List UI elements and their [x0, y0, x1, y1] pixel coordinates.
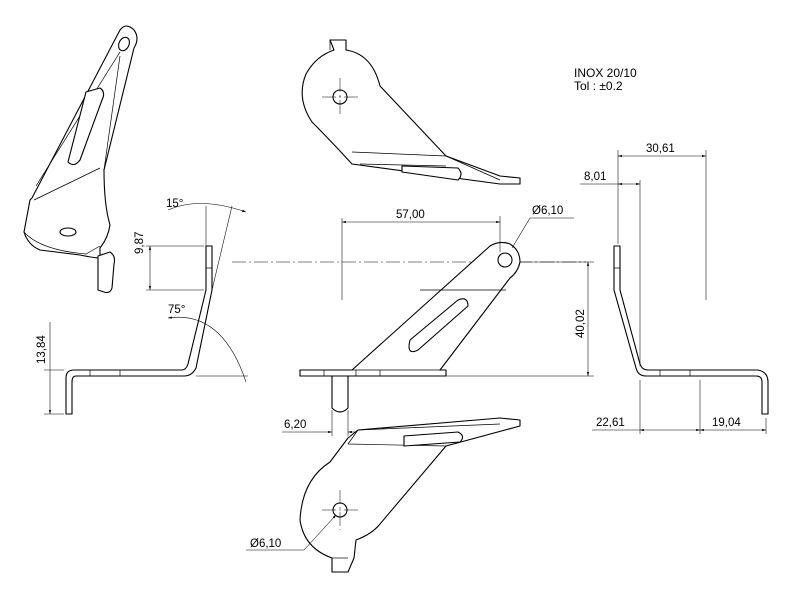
bottom-view: Ø6,10 — [246, 417, 521, 573]
left-side-view: 9,87 13,84 15° 75° — [36, 198, 248, 415]
right-side-view: 30,61 8,01 22,61 19,04 — [580, 143, 769, 434]
dim-13-84: 13,84 — [36, 335, 48, 364]
angle-15: 15° — [166, 198, 183, 210]
dim-19-04: 19,04 — [712, 417, 741, 429]
dim-6-20: 6,20 — [284, 419, 306, 431]
dim-30-61: 30,61 — [646, 143, 675, 155]
notes: INOX 20/10 Tol : ±0.2 — [574, 66, 637, 93]
dim-8-01: 8,01 — [584, 171, 606, 183]
angle-75: 75° — [168, 304, 185, 316]
dim-40-02: 40,02 — [575, 309, 587, 338]
dim-22-61: 22,61 — [596, 417, 625, 429]
dim-9-87: 9,87 — [134, 232, 146, 254]
material-note: INOX 20/10 — [574, 66, 637, 80]
tolerance-note: Tol : ±0.2 — [574, 79, 623, 93]
top-view — [301, 39, 521, 185]
dim-diameter-top: Ø6,10 — [532, 205, 563, 217]
dim-57-00: 57,00 — [396, 209, 425, 221]
front-view: 57,00 Ø6,10 40,02 6,20 — [282, 205, 594, 436]
dim-diameter-bottom: Ø6,10 — [250, 538, 281, 550]
isometric-view — [23, 25, 138, 294]
